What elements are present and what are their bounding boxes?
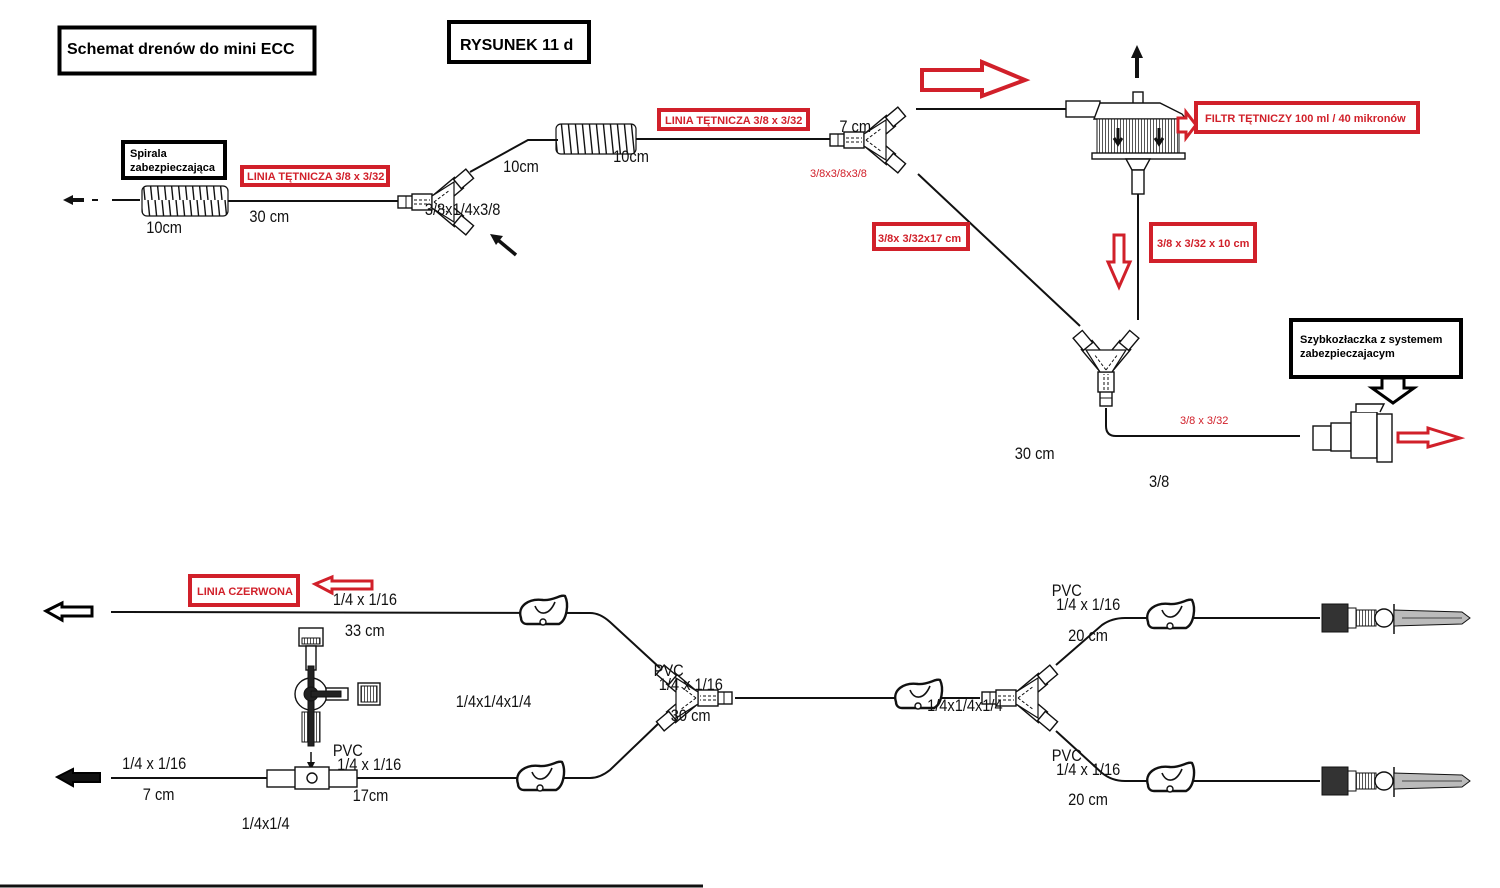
y-connector-2 xyxy=(829,105,907,175)
outlet-length: 30 cm xyxy=(1015,445,1055,463)
seg17-length: 17cm xyxy=(353,787,389,805)
mid-length: 30 cm xyxy=(671,707,711,725)
spiral1-length: 10cm xyxy=(146,219,182,237)
outlet-line-30cm xyxy=(1105,408,1300,437)
quick-connector xyxy=(1312,403,1393,463)
filter-pointer-icon xyxy=(1176,107,1198,143)
right-top-spec: 1/4 x 1/16 xyxy=(1056,596,1120,614)
arrow-left-icon xyxy=(63,195,140,205)
luer-spike-connector xyxy=(1321,766,1471,798)
svg-text:LINIA CZERWONA: LINIA CZERWONA xyxy=(197,586,293,598)
top-line-spec: 1/4 x 1/16 xyxy=(333,591,397,609)
line-7-17cm xyxy=(111,721,661,779)
bottom-circuit: LINIA CZERWONA 1/4 x 1/16 33 cm 1/4 x 1/… xyxy=(42,574,1471,833)
pointer-down-icon xyxy=(1367,376,1419,405)
branch-17cm xyxy=(917,173,1081,327)
svg-text:Spirala: Spirala xyxy=(130,148,168,160)
top-line-length: 33 cm xyxy=(345,622,385,640)
outlet-arrow-right-icon xyxy=(1396,425,1466,449)
three-way-stopcock[interactable] xyxy=(294,627,381,770)
title-text: Schemat drenów do mini ECC xyxy=(67,41,295,58)
top-circuit: Spirala zabezpieczająca 10cm LINIA TĘTNI… xyxy=(63,45,1466,491)
right-bot-spec: 1/4 x 1/16 xyxy=(1056,761,1120,779)
bottom-line-spec: 1/4 x 1/16 xyxy=(122,755,186,773)
straight-connector xyxy=(266,766,358,790)
line1-label-box: LINIA TĘTNICZA 3/8 x 3/32 xyxy=(240,165,390,187)
quick-connector-box: Szybkozłaczka z systemem zabezpieczajacy… xyxy=(1289,318,1463,379)
svg-text:3/8x 3/32x17 cm: 3/8x 3/32x17 cm xyxy=(878,233,961,245)
pvc-label-4: PVC xyxy=(1052,747,1082,765)
tubing-clamp[interactable] xyxy=(1146,761,1196,794)
y2-spec: 3/8x3/8x3/8 xyxy=(810,168,867,180)
pvc-label-2: PVC xyxy=(654,662,684,680)
seg17-spec: 1/4 x 1/16 xyxy=(337,756,401,774)
line-20cm-top xyxy=(1055,617,1320,666)
vent-arrow-up-icon xyxy=(1131,45,1143,58)
svg-text:zabezpieczajacym: zabezpieczajacym xyxy=(1300,348,1395,360)
flow-arrow-down-icon xyxy=(1105,233,1133,291)
filter-outlet-label-box: 3/8 x 3/32 x 10 cm xyxy=(1149,222,1257,263)
title-box: Schemat drenów do mini ECC xyxy=(57,25,317,76)
connector-size: 3/8 xyxy=(1149,473,1169,491)
safety-spiral xyxy=(141,185,229,217)
y-right-spec: 1/4x1/4x1/4 xyxy=(927,697,1003,715)
line-to-spiral2 xyxy=(469,139,558,173)
connector-spec: 1/4x1/4 xyxy=(242,815,290,833)
tubing-clamp[interactable] xyxy=(1146,598,1196,631)
branch-diag-label-box: 3/8x 3/32x17 cm xyxy=(872,222,970,251)
arrow-inlet-icon xyxy=(490,234,518,257)
outlet-spec: 3/8 x 3/32 xyxy=(1180,415,1228,427)
line2-length: 10cm xyxy=(613,148,649,166)
right-bot-length: 20 cm xyxy=(1068,791,1108,809)
pvc-label-1: PVC xyxy=(333,742,363,760)
flow-arrow-right-icon xyxy=(920,58,1031,99)
svg-text:3/8 x 3/32 x 10 cm: 3/8 x 3/32 x 10 cm xyxy=(1157,238,1250,250)
svg-text:zabezpieczająca: zabezpieczająca xyxy=(130,162,216,174)
y-left-spec: 1/4x1/4x1/4 xyxy=(456,693,532,711)
luer-spike-connector xyxy=(1321,603,1471,635)
outline-arrow-left-icon xyxy=(42,600,94,623)
mid-spec: 1/4 x 1/16 xyxy=(659,676,723,694)
bottom-line-length: 7 cm xyxy=(143,786,175,804)
svg-text:LINIA TĘTNICZA 3/8 x 3/32: LINIA TĘTNICZA 3/8 x 3/32 xyxy=(665,115,802,127)
figure-box: RYSUNEK 11 d xyxy=(447,20,591,64)
line2-label-box: LINIA TĘTNICZA 3/8 x 3/32 xyxy=(657,108,810,131)
pvc-label-3: PVC xyxy=(1052,582,1082,600)
red-line-label-box: LINIA CZERWONA xyxy=(188,574,300,607)
branch-top-length: 7 cm xyxy=(839,118,871,136)
y-connector-3 xyxy=(1071,329,1141,407)
svg-text:LINIA TĘTNICZA 3/8 x 3/32: LINIA TĘTNICZA 3/8 x 3/32 xyxy=(247,171,384,183)
right-top-length: 20 cm xyxy=(1068,627,1108,645)
y1-spec: 3/8x1/4x3/8 xyxy=(425,201,501,219)
spiral2-length: 10cm xyxy=(503,158,539,176)
svg-text:Szybkozłaczka z systemem: Szybkozłaczka z systemem xyxy=(1300,334,1443,346)
tubing-clamp[interactable] xyxy=(519,594,569,627)
red-arrow-left-icon xyxy=(311,574,374,596)
solid-arrow-left-icon xyxy=(54,767,101,788)
line1-length: 30 cm xyxy=(249,208,289,226)
svg-text:FILTR TĘTNICZY 100 ml / 40 mik: FILTR TĘTNICZY 100 ml / 40 mikronów xyxy=(1205,113,1406,125)
line-33cm xyxy=(110,611,661,669)
tubing-clamp[interactable] xyxy=(516,760,566,793)
figure-text: RYSUNEK 11 d xyxy=(460,37,573,54)
line-20cm-bottom xyxy=(1055,730,1320,782)
spiral-box: Spirala zabezpieczająca xyxy=(121,140,227,180)
arterial-filter xyxy=(1065,45,1188,195)
filter-label-box: FILTR TĘTNICZY 100 ml / 40 mikronów xyxy=(1194,101,1420,134)
